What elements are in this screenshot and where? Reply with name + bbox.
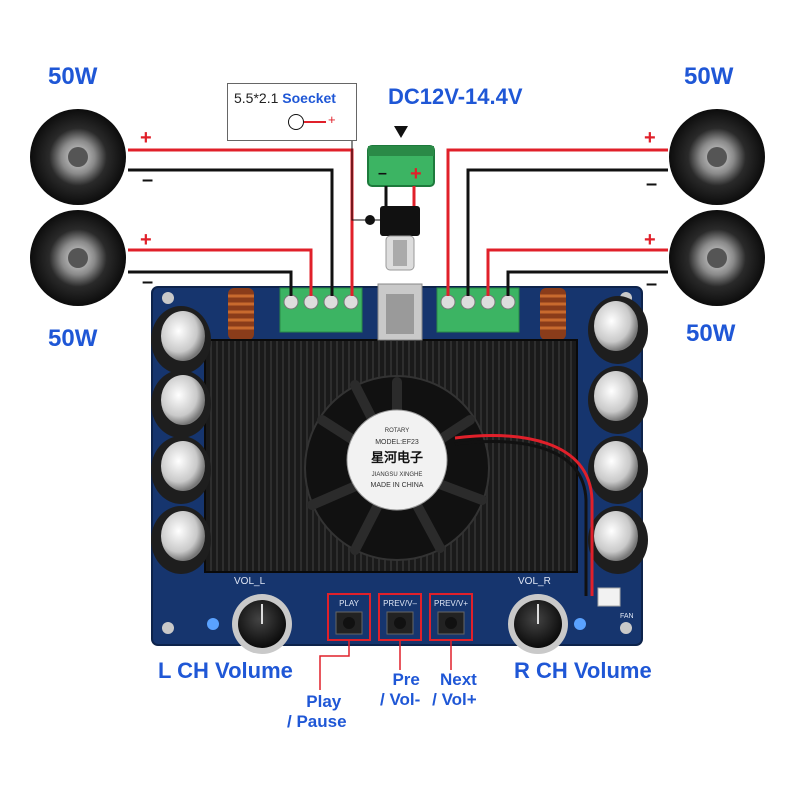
callout-lines (319, 640, 452, 690)
play-callout-line2: / Pause (287, 712, 347, 731)
fan-text-model: MODEL:EF23 (375, 439, 419, 446)
minus-mark: – (142, 271, 153, 293)
power-terminal-green: – + (367, 145, 435, 187)
watt-label-top-left: 50W (48, 63, 98, 90)
play-callout: Play / Pause (287, 692, 347, 732)
pre-callout-line2: / Vol- (380, 690, 421, 709)
socket-size: 5.5*2.1 (234, 90, 279, 106)
pre-callout-line1: Pre (392, 670, 420, 689)
speaker-mid-right (669, 210, 765, 306)
power-minus: – (378, 165, 387, 182)
mount-hole (162, 622, 174, 634)
capacitor-column-right (588, 296, 648, 574)
wires-left (128, 148, 354, 296)
dc-barrel-plug (380, 206, 420, 271)
fan-connector (597, 587, 621, 607)
speaker-top-left (30, 109, 126, 205)
fan-label: FAN (620, 613, 634, 620)
inductor-left (228, 288, 254, 340)
fan-cable (454, 434, 594, 596)
minus-mark: – (142, 169, 153, 191)
dc-socket-inner (386, 294, 414, 334)
socket-callout: 5.5*2.1 Soecket + (227, 83, 357, 141)
minus-mark: – (646, 273, 657, 295)
arrow-down-icon (394, 126, 408, 138)
led-left (207, 618, 219, 630)
r-volume-label: R CH Volume (514, 658, 652, 683)
fan-text-made: MADE IN CHINA (371, 482, 424, 489)
jack-plus: + (328, 112, 336, 127)
socket-word: Soecket (282, 90, 336, 106)
next-callout-line2: / Vol+ (432, 690, 477, 709)
next-callout-line1: Next (440, 670, 477, 689)
mount-hole (620, 622, 632, 634)
capacitor-column-left (151, 306, 211, 574)
led-right (574, 618, 586, 630)
dc-jack-icon (288, 114, 304, 130)
watt-label-top-right: 50W (684, 63, 734, 90)
play-button[interactable]: PLAY (327, 593, 371, 641)
speaker-terminal-left (279, 287, 363, 333)
cooling-fan: ROTARY MODEL:EF23 星河电子 JIANGSU XINGHE MA… (304, 375, 490, 561)
play-button-silk: PLAY (339, 599, 360, 608)
inductor-right (540, 288, 566, 340)
next-callout: Next / Vol+ (432, 670, 477, 710)
next-button-silk: PREV/V+ (434, 599, 468, 608)
vol-r-silk: VOL_R (518, 576, 551, 587)
fan-text-top: ROTARY (385, 428, 409, 434)
mount-hole (162, 292, 174, 304)
plus-mark: + (140, 127, 152, 149)
volume-knob-right[interactable] (508, 594, 568, 654)
play-callout-line1: Play (306, 692, 342, 711)
fan-text-brand: 星河电子 (371, 450, 423, 466)
power-input-label: DC12V-14.4V (388, 84, 523, 109)
watt-label-mid-left: 50W (48, 325, 98, 352)
speaker-top-right (669, 109, 765, 205)
jack-wire-icon (304, 121, 326, 123)
volume-knob-left[interactable] (232, 594, 292, 654)
plus-mark: + (140, 229, 152, 251)
fan-cable-black (454, 440, 588, 596)
pre-callout: Pre / Vol- (380, 670, 420, 710)
speaker-mid-left (30, 210, 126, 306)
power-plus: + (410, 163, 422, 185)
minus-mark: – (646, 173, 657, 195)
socket-leader-dot (365, 215, 375, 225)
watt-label-mid-right: 50W (686, 320, 736, 347)
plus-mark: + (644, 127, 656, 149)
plus-mark: + (644, 229, 656, 251)
prev-button-silk: PREV/V– (383, 599, 417, 608)
l-volume-label: L CH Volume (158, 658, 293, 683)
wires-right (446, 148, 668, 296)
vol-l-silk: VOL_L (234, 576, 266, 587)
fan-text-city: JIANGSU XINGHE (372, 472, 423, 478)
